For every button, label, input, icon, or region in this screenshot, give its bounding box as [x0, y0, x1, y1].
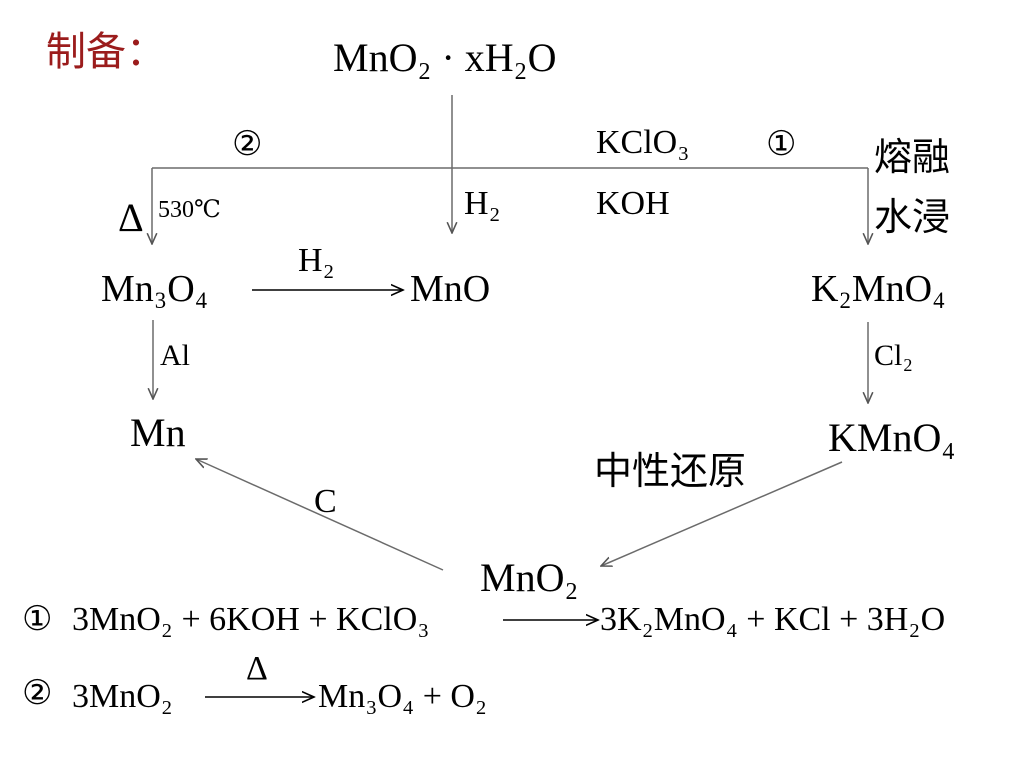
eq1-right: 3K2MnO4 + KCl + 3H2O: [600, 601, 946, 642]
reagent-c: C: [314, 483, 337, 520]
compound-mno: MnO: [410, 268, 491, 310]
route-1-number: ①: [766, 126, 797, 163]
condition-water-leach: 水浸: [874, 195, 951, 239]
heat-symbol: Δ: [118, 195, 144, 240]
arrow-mno2-to-mn: [196, 459, 444, 571]
h2-label-right: H2: [298, 242, 334, 283]
h2-label-down: H2: [464, 185, 500, 226]
compound-mn: Mn: [130, 410, 186, 455]
eq2-left: 3MnO2: [72, 678, 172, 719]
compound-k2mno4: K2MnO4: [811, 268, 945, 314]
reagent-cl2: Cl2: [874, 339, 913, 375]
reagent-kclo3: KClO3: [596, 124, 689, 165]
eq2-right: Mn3O4 + O2: [318, 678, 487, 719]
eq1-left: 3MnO2 + 6KOH + KClO3: [72, 601, 429, 642]
condition-neutral-reduction: 中性还原: [594, 449, 747, 493]
arrow-kmno4-to-mno2: [601, 461, 843, 566]
compound-mno2-xh2o: MnO2 · xH2O: [333, 35, 557, 85]
reagent-koh: KOH: [596, 185, 670, 222]
compound-mn3o4: Mn3O4: [101, 268, 208, 314]
eq2-number: ②: [22, 675, 53, 712]
compound-mno2: MnO2: [480, 555, 578, 605]
compound-kmno4: KMnO4: [828, 415, 955, 465]
eq2-condition: Δ: [246, 650, 268, 687]
title: 制备：: [46, 29, 166, 75]
temperature-label: 530℃: [158, 197, 221, 223]
route-2-number: ②: [232, 126, 263, 163]
condition-melt: 熔融: [874, 135, 951, 179]
eq1-number: ①: [22, 601, 53, 638]
reagent-al: Al: [160, 339, 190, 372]
